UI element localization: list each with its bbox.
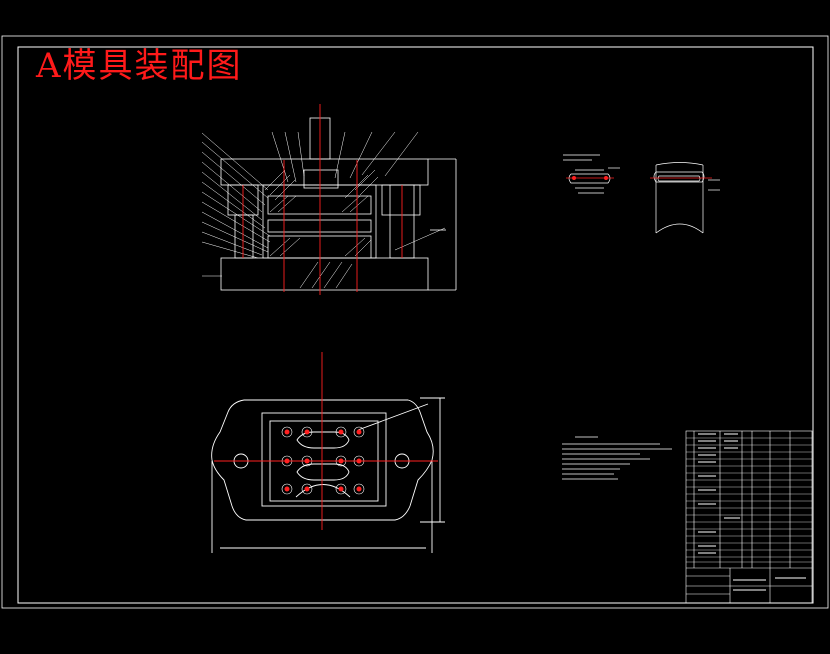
plan-view-centerlines <box>214 352 438 530</box>
plan-view-holes <box>284 429 362 492</box>
title-block-cell-marks <box>698 433 806 591</box>
plan-view-hole-rings <box>281 426 365 495</box>
drawing-title: A模具装配图 <box>36 46 243 86</box>
title-block <box>685 430 813 604</box>
part-leaders <box>201 131 446 277</box>
plan-view <box>211 397 445 553</box>
section-view <box>220 117 457 291</box>
sheet-inner-border <box>17 46 814 604</box>
part-sketch-a <box>563 154 620 194</box>
title-block-rows <box>686 437 812 563</box>
sheet-outer-border <box>1 35 829 609</box>
section-hatching <box>264 169 379 289</box>
section-centerlines <box>242 104 403 295</box>
part-sketch-b <box>653 162 720 234</box>
technical-notes <box>562 436 672 480</box>
